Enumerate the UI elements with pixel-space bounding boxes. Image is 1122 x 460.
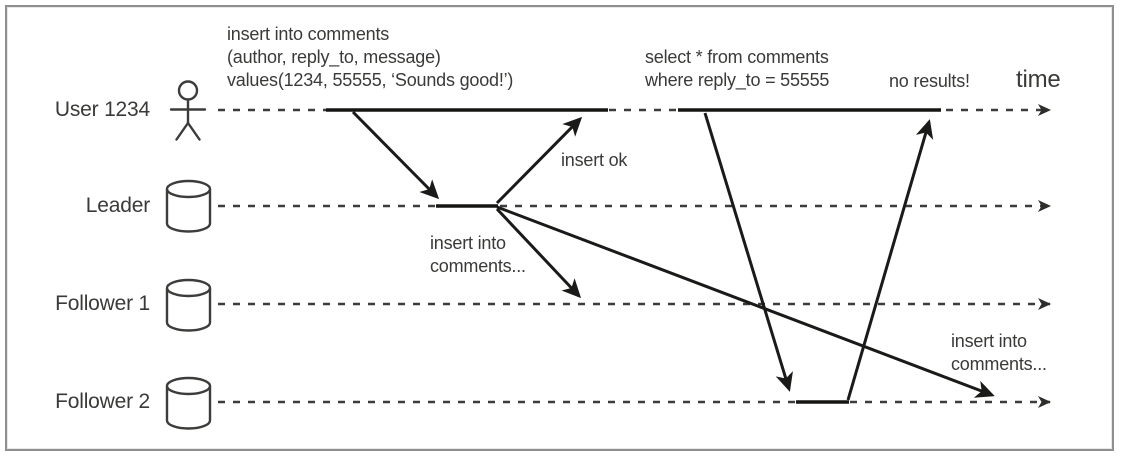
- annotation-replication-follower1: insert into comments...: [430, 233, 526, 276]
- arrow-insert-request: [351, 110, 440, 200]
- arrow-replicate-to-follower2: [496, 205, 995, 398]
- annotation-select-query: select * from comments where reply_to = …: [645, 47, 830, 90]
- follower1-database-icon: [165, 278, 212, 332]
- lane-label-follower2: Follower 2: [55, 390, 150, 413]
- arrow-no-results-response: [846, 119, 934, 401]
- time-axis-label: time: [1016, 66, 1061, 93]
- active-segments: [326, 108, 941, 404]
- figure-border: [5, 5, 1114, 451]
- lane-label-follower1: Follower 1: [55, 292, 150, 315]
- annotation-insert-query: insert into comments (author, reply_to, …: [227, 24, 514, 90]
- arrow-insert-ok: [495, 116, 583, 205]
- annotation-insert-ok: insert ok: [561, 150, 628, 170]
- leader-database-icon: [165, 179, 212, 233]
- annotation-replication-follower2: insert into comments...: [951, 331, 1047, 374]
- follower2-database-icon: [165, 376, 212, 430]
- arrow-replicate-to-follower1: [495, 207, 582, 299]
- arrow-select-request: [703, 112, 793, 392]
- user-icon: [169, 80, 207, 141]
- annotation-no-results: no results!: [889, 71, 970, 91]
- lane-label-leader: Leader: [85, 194, 150, 217]
- lane-label-user: User 1234: [54, 98, 150, 121]
